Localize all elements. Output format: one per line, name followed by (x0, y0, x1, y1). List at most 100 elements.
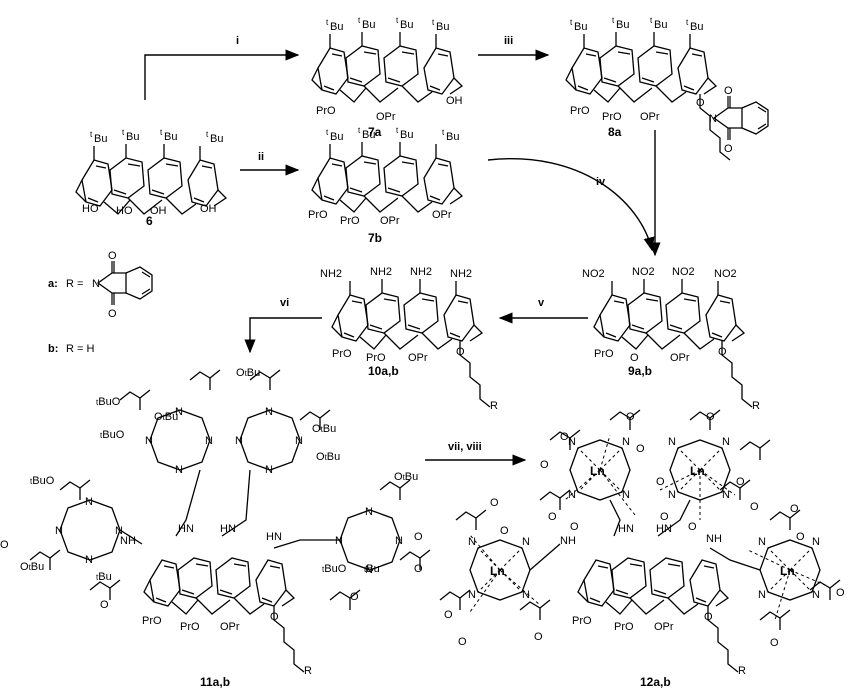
svg-text:N: N (265, 406, 273, 418)
svg-text:t: t (650, 16, 653, 25)
svg-text:NO2: NO2 (632, 266, 655, 278)
svg-text:O: O (350, 591, 359, 603)
svg-text:O: O (270, 611, 279, 623)
svg-text:HN: HN (220, 523, 236, 535)
svg-text:R: R (490, 400, 498, 412)
svg-text:tBuO: tBuO (322, 563, 347, 575)
svg-text:O: O (736, 476, 745, 488)
svg-text:NH2: NH2 (370, 266, 392, 278)
svg-text:O: O (630, 352, 639, 364)
compound-label-6: 6 (146, 214, 153, 228)
svg-text:O: O (560, 431, 569, 443)
svg-text:N: N (115, 525, 123, 537)
svg-text:O: O (108, 308, 117, 320)
svg-text:PrO: PrO (366, 352, 386, 364)
svg-text:O: O (490, 497, 499, 509)
svg-text:t: t (358, 126, 361, 135)
svg-text:tBuO: tBuO (30, 475, 55, 487)
svg-text:N: N (568, 489, 576, 501)
svg-text:OH: OH (200, 203, 217, 215)
compound-9ab: NO2 NO2 NO2 NO2 PrO O OPr O R (582, 266, 760, 412)
svg-text:O: O (706, 411, 715, 423)
svg-text:N: N (758, 536, 766, 548)
svg-text:tBuO: tBuO (100, 429, 125, 441)
step-label-i: i (236, 35, 239, 47)
svg-text:N: N (365, 506, 373, 518)
svg-text:t: t (432, 18, 435, 27)
svg-text:Ln: Ln (490, 564, 505, 578)
step-label-vii-viii: vii, viii (448, 441, 482, 453)
svg-text:O: O (704, 611, 713, 623)
compound-label-10ab: 10a,b (368, 364, 399, 378)
svg-text:O: O (626, 411, 635, 423)
svg-text:NO2: NO2 (672, 266, 695, 278)
svg-text:PrO: PrO (602, 111, 622, 123)
svg-text:R: R (752, 400, 760, 412)
svg-text:O: O (540, 459, 549, 471)
svg-text:R = H: R = H (66, 343, 94, 355)
svg-text:O: O (570, 521, 579, 533)
svg-text:OPr: OPr (376, 111, 396, 123)
svg-text:O: O (456, 346, 465, 358)
svg-text:PrO: PrO (594, 348, 614, 360)
svg-text:N: N (522, 536, 530, 548)
svg-text:OPr: OPr (380, 215, 400, 227)
svg-text:N: N (812, 536, 820, 548)
step-label-vi: vi (280, 297, 289, 309)
svg-text:t: t (396, 126, 399, 135)
svg-text:Ln: Ln (690, 464, 705, 478)
svg-text:a:: a: (48, 278, 58, 290)
svg-text:O: O (724, 85, 733, 97)
svg-text:PrO: PrO (308, 209, 328, 221)
compound-12ab: PrO PrO OPr O R NH HN HN NH Ln Ln Ln Ln (439, 409, 845, 677)
svg-text:PrO: PrO (340, 215, 360, 227)
svg-text:O: O (790, 503, 799, 515)
svg-text:b:: b: (48, 343, 58, 355)
svg-text:OPr: OPr (654, 621, 674, 633)
arrow-vi (244, 317, 322, 354)
svg-text:O: O (534, 631, 543, 643)
svg-text:PrO: PrO (570, 105, 590, 117)
svg-text:tBuO: tBuO (96, 396, 121, 408)
svg-text:N: N (722, 489, 730, 501)
svg-text:R =: R = (66, 278, 83, 290)
svg-text:PrO: PrO (142, 615, 162, 627)
svg-text:O: O (796, 531, 805, 543)
svg-text:t: t (612, 16, 615, 25)
svg-text:O: O (548, 511, 557, 523)
svg-text:NH: NH (560, 535, 576, 547)
svg-text:N: N (622, 489, 630, 501)
svg-text:N: N (709, 113, 717, 125)
svg-text:N: N (295, 435, 303, 447)
svg-text:N: N (668, 489, 676, 501)
svg-text:Bu: Bu (616, 19, 629, 31)
svg-text:N: N (468, 536, 476, 548)
svg-text:O: O (718, 346, 727, 358)
svg-text:N: N (722, 436, 730, 448)
svg-text:O: O (458, 636, 467, 648)
svg-text:O: O (444, 609, 453, 621)
step-label-v: v (538, 297, 545, 309)
svg-text:t: t (90, 130, 93, 139)
svg-text:N: N (468, 589, 476, 601)
r-group-legend: a: R = N O O b: R = H (48, 250, 153, 355)
arrow-i (144, 49, 300, 100)
svg-text:OPr: OPr (408, 352, 428, 364)
svg-text:HN: HN (656, 523, 672, 535)
svg-text:Bu: Bu (400, 19, 413, 31)
svg-text:Bu: Bu (362, 129, 375, 141)
svg-text:N: N (235, 435, 243, 447)
svg-text:PrO: PrO (572, 615, 592, 627)
svg-text:t: t (442, 128, 445, 137)
svg-text:O: O (414, 563, 423, 575)
svg-text:t: t (122, 128, 125, 137)
svg-text:Bu: Bu (574, 21, 587, 33)
compound-label-7b: 7b (368, 231, 382, 245)
svg-text:t: t (570, 18, 573, 27)
svg-text:N: N (145, 435, 153, 447)
